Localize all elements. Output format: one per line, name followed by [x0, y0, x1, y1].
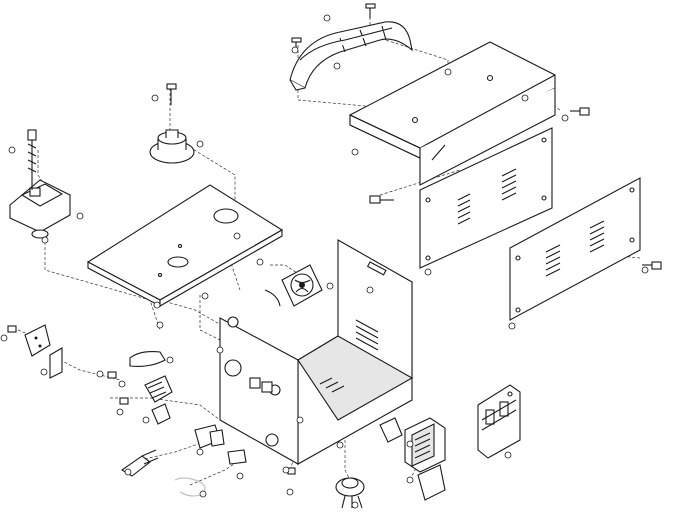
ground-clamp — [120, 449, 206, 497]
torch-connector — [194, 424, 247, 465]
wire-feed-assembly — [9, 129, 71, 239]
right-side-panel — [419, 127, 553, 269]
transformer — [379, 417, 446, 501]
handle-screw-right — [365, 3, 376, 18]
chassis-frame — [219, 239, 414, 465]
cooling-fan — [264, 264, 323, 307]
left-panel-vent-slots — [545, 220, 605, 277]
terminal-block — [24, 324, 63, 379]
front-panel-connectors — [129, 351, 173, 425]
chassis-vent-slots — [319, 319, 379, 393]
top-cover — [349, 41, 556, 186]
right-panel-vent-slots — [457, 168, 517, 225]
part-callouts — [0, 14, 649, 509]
control-knob — [149, 83, 195, 164]
rectifier-board — [477, 384, 521, 459]
potentiometer — [335, 477, 365, 509]
internal-plate — [86, 184, 284, 307]
left-side-panel — [509, 177, 641, 321]
switch — [249, 377, 273, 393]
carry-handle — [289, 21, 413, 91]
